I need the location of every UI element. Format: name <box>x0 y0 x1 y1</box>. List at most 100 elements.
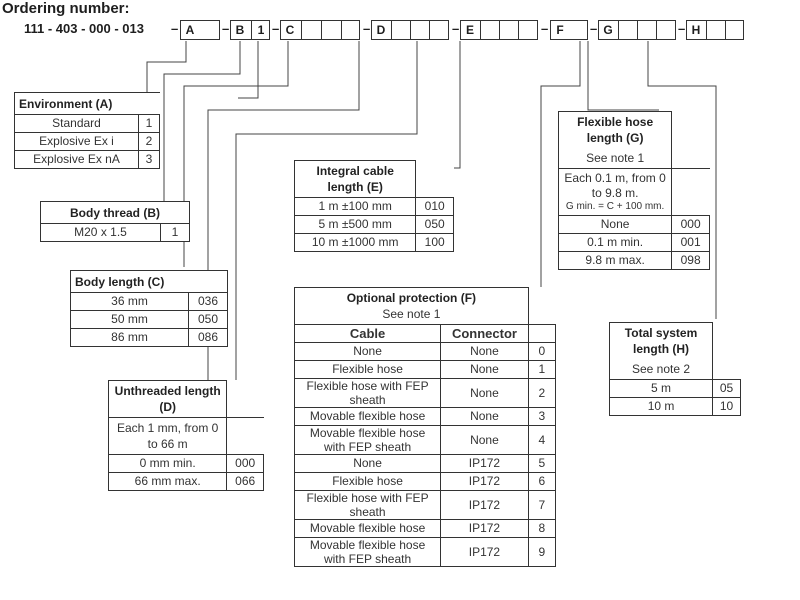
code-box-h: H <box>686 20 744 40</box>
flexible-hose-desc-cell: Each 0.1 m, from 0 to 9.8 m. G min. = C … <box>557 168 673 216</box>
body-thread-title: Body thread (B) <box>40 201 190 224</box>
protection-connector: IP172 <box>440 490 529 520</box>
optional-protection-table: Optional protection (F) See note 1 Cable… <box>293 287 557 567</box>
flexible-hose-desc: Each 0.1 m, from 0 to 9.8 m. <box>564 171 666 200</box>
unthreaded-title: Unthreaded length (D) <box>107 380 228 418</box>
table-row: 0 mm min.000 <box>107 454 264 473</box>
ordering-code-prefix: 111 - 403 - 000 - 013 <box>24 21 144 36</box>
environment-title: Environment (A) <box>14 92 160 115</box>
protection-connector: IP172 <box>440 537 529 567</box>
protection-connector: None <box>440 378 529 408</box>
ordering-title: Ordering number: <box>2 0 130 17</box>
protection-cable: None <box>293 342 442 361</box>
integral-cable-title: Integral cable length (E) <box>293 160 417 198</box>
total-system-header: Total system length (H) See note 2 <box>608 322 714 380</box>
code-letter-d: D <box>376 23 386 37</box>
line-one <box>238 41 259 99</box>
line-f <box>540 41 581 347</box>
code-box-f: F <box>550 20 588 40</box>
col-connector: Connector <box>440 324 529 343</box>
protection-code: 1 <box>527 360 557 379</box>
col-cable: Cable <box>293 324 442 343</box>
dash: – <box>363 21 371 36</box>
flexible-hose-small: G min. = C + 100 mm. <box>565 201 665 212</box>
protection-code: 7 <box>527 490 557 520</box>
protection-connector: None <box>440 425 529 455</box>
protection-cable: Flexible hose with FEP sheath <box>293 378 442 408</box>
unthreaded-length-table: Unthreaded length (D) Each 1 mm, from 0 … <box>107 380 264 491</box>
line-b <box>151 41 241 227</box>
protection-connector: IP172 <box>440 472 529 491</box>
code-letter-g: G <box>603 23 613 37</box>
protection-connector: IP172 <box>440 519 529 538</box>
line-a <box>146 41 187 116</box>
protection-cable: Flexible hose with FEP sheath <box>293 490 442 520</box>
flexible-hose-table: Flexible hose length (G) See note 1 Each… <box>557 111 710 270</box>
total-system-title: Total system length (H) <box>624 326 698 356</box>
protection-code: 8 <box>527 519 557 538</box>
protection-cable: None <box>293 454 442 473</box>
code-box-b1: B 1 <box>230 20 270 40</box>
protection-cable: Movable flexible hose <box>293 519 442 538</box>
code-letter-1: 1 <box>251 21 270 39</box>
optional-protection-header: Optional protection (F) See note 1 <box>294 287 529 325</box>
optional-protection-note: See note 1 <box>382 307 441 321</box>
code-letter-e: E <box>465 23 474 37</box>
protection-code: 6 <box>527 472 557 491</box>
line-g <box>587 41 659 111</box>
total-system-note: See note 2 <box>632 362 691 376</box>
dash: – <box>222 21 230 36</box>
code-letter-a: A <box>185 23 195 37</box>
optional-protection-title: Optional protection (F) <box>346 291 477 305</box>
dash: – <box>452 21 460 36</box>
protection-cable: Movable flexible hose <box>293 407 442 426</box>
code-box-e: E <box>460 20 538 40</box>
code-box-a: A <box>180 20 220 40</box>
protection-connector: None <box>440 342 529 361</box>
protection-connector: None <box>440 407 529 426</box>
flexible-hose-title: Flexible hose length (G) <box>577 115 654 145</box>
protection-code: 2 <box>527 378 557 408</box>
dash: – <box>678 21 686 36</box>
protection-code: 3 <box>527 407 557 426</box>
protection-code: 0 <box>527 342 557 361</box>
protection-code: 4 <box>527 425 557 455</box>
protection-cable: Movable flexible hose with FEP sheath <box>293 537 442 567</box>
line-h <box>647 41 717 319</box>
line-d <box>207 41 360 399</box>
table-row: 66 mm max.066 <box>107 472 264 491</box>
code-letter-h: H <box>691 23 701 37</box>
body-length-title: Body length (C) <box>70 270 228 293</box>
flexible-hose-note: See note 1 <box>586 151 645 165</box>
code-box-d: D <box>371 20 449 40</box>
line-c <box>183 41 289 267</box>
unthreaded-note: Each 1 mm, from 0 to 66 m <box>107 417 228 455</box>
table-row: 9.8 m max.098 <box>557 251 710 270</box>
protection-code: 9 <box>527 537 557 567</box>
code-letter-b: B <box>235 23 245 37</box>
